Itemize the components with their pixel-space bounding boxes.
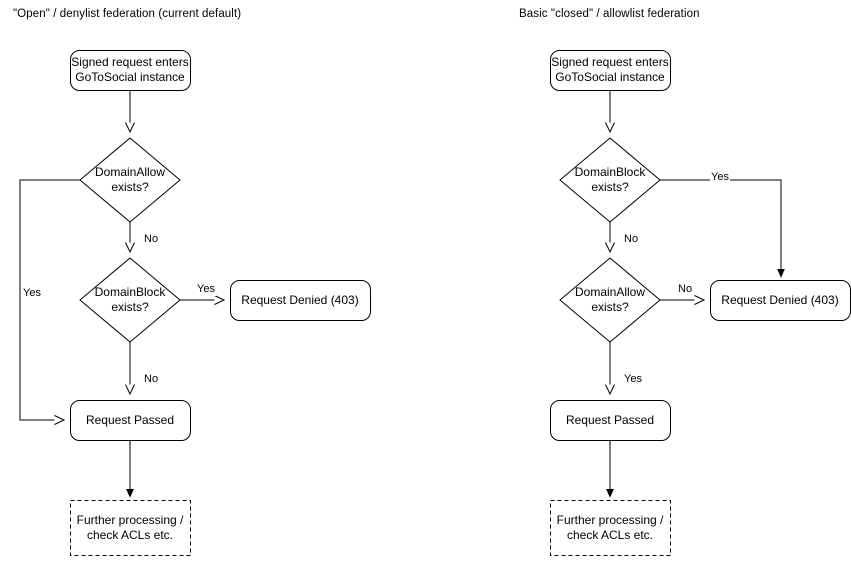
right-edge-label-allow-yes: Yes bbox=[623, 373, 643, 386]
right-decision-domainblock[interactable] bbox=[559, 137, 661, 223]
left-start-node[interactable] bbox=[70, 50, 191, 91]
right-edge-domainblock-yes bbox=[660, 179, 781, 277]
left-diagram-title: "Open" / denylist federation (current de… bbox=[13, 8, 242, 20]
left-decision-domainblock[interactable] bbox=[79, 257, 181, 343]
left-edge-label-block-yes: Yes bbox=[196, 283, 216, 296]
right-further-processing-node[interactable] bbox=[550, 500, 671, 556]
right-edge-label-allow-no: No bbox=[677, 283, 694, 296]
left-request-denied-node[interactable] bbox=[230, 280, 371, 321]
left-request-passed-node[interactable] bbox=[70, 400, 191, 441]
left-flowchart-shapes bbox=[70, 50, 371, 556]
left-edge-label-allow-yes: Yes bbox=[22, 287, 42, 300]
right-diagram-title: Basic "closed" / allowlist federation bbox=[519, 8, 700, 20]
right-request-passed-node[interactable] bbox=[550, 400, 671, 441]
left-decision-domainallow[interactable] bbox=[79, 137, 181, 223]
left-flowchart-edges bbox=[19, 90, 226, 497]
right-flowchart-edges bbox=[605, 90, 781, 497]
left-edge-label-block-no: No bbox=[143, 373, 160, 386]
right-decision-domainallow[interactable] bbox=[559, 257, 661, 343]
right-request-denied-node[interactable] bbox=[710, 280, 851, 321]
left-edge-domainallow-yes bbox=[19, 179, 80, 425]
left-edge-label-allow-no: No bbox=[143, 233, 160, 246]
right-start-node[interactable] bbox=[550, 50, 671, 91]
left-further-processing-node[interactable] bbox=[70, 500, 191, 556]
right-edge-label-block-no: No bbox=[623, 233, 640, 246]
right-edge-label-block-yes: Yes bbox=[710, 171, 730, 184]
right-flowchart-shapes bbox=[550, 50, 851, 556]
